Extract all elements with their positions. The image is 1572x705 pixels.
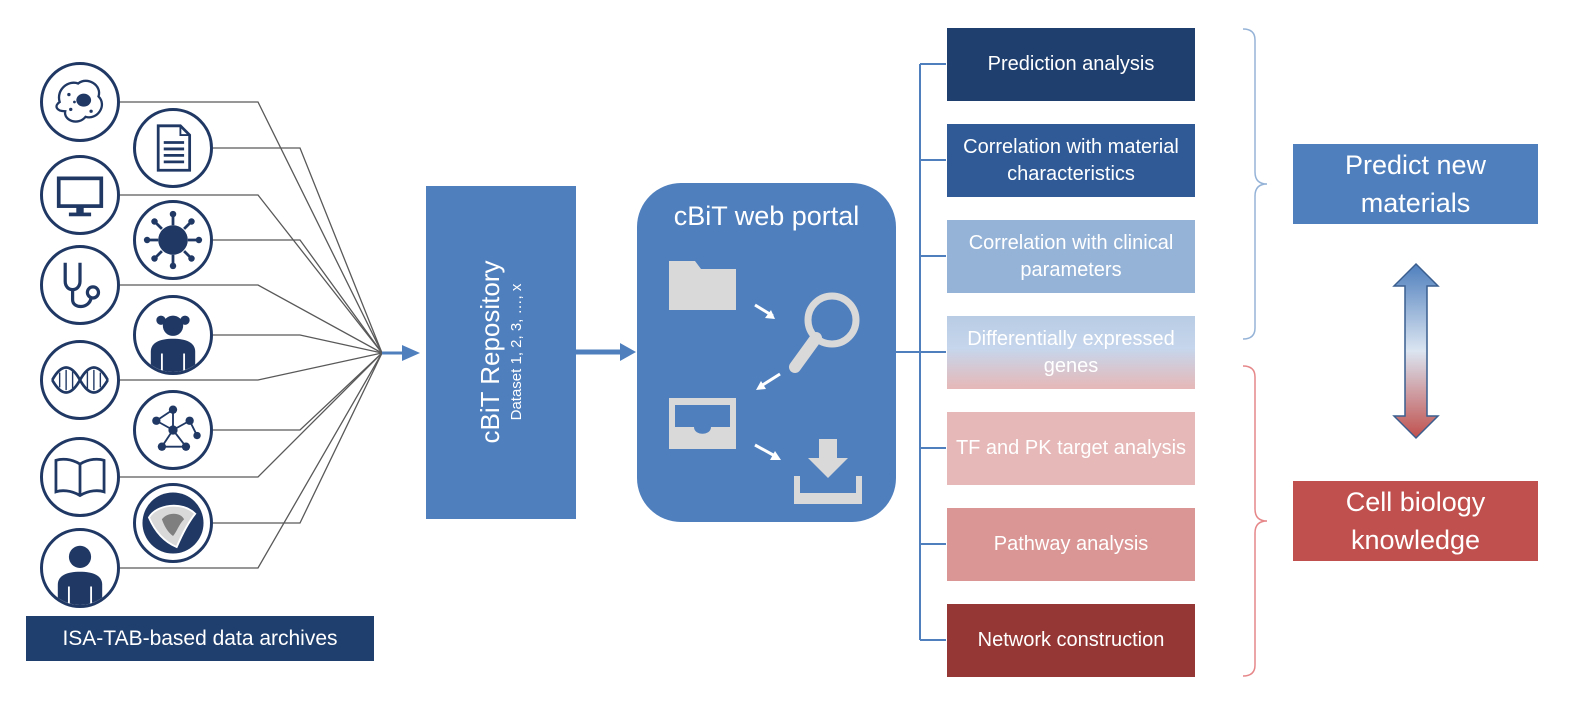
web-portal-box: cBiT web portal — [637, 183, 896, 522]
bidirectional-arrow — [1392, 262, 1440, 440]
inbox-icon — [669, 398, 736, 449]
dna-icon — [40, 340, 120, 420]
source-connector-1 — [120, 101, 383, 354]
analysis-pathway: Pathway analysis — [947, 508, 1195, 581]
source-connector-2 — [213, 147, 383, 354]
network-icon — [133, 390, 213, 470]
repository-text: cBiT Repository Dataset 1, 2, 3, …, x — [474, 260, 528, 443]
source-connector-10 — [213, 352, 383, 524]
source-connector-5 — [120, 284, 383, 354]
person-icon — [40, 528, 120, 608]
stethoscope-icon — [40, 245, 120, 325]
analysis-bracket — [896, 63, 946, 641]
monitor-icon — [40, 155, 120, 235]
book-icon — [40, 437, 120, 517]
archives-label: ISA-TAB-based data archives — [26, 616, 374, 661]
source-connector-4 — [213, 239, 383, 354]
analysis-clinical-correlation: Correlation with clinical parameters — [947, 220, 1195, 293]
analysis-tf-pk: TF and PK target analysis — [947, 412, 1195, 485]
portal-title: cBiT web portal — [673, 201, 860, 231]
portal-arrows — [754, 303, 781, 460]
patient-icon — [133, 295, 213, 375]
analysis-deg: Differentially expressed genes — [947, 316, 1195, 389]
analysis-material-correlation: Correlation with material characteristic… — [947, 124, 1195, 197]
outcome-cell-biology: Cell biology knowledge — [1293, 481, 1538, 561]
bottom-group-brace — [1242, 365, 1268, 677]
portal-arrowhead — [620, 343, 636, 361]
repository-subtitle: Dataset 1, 2, 3, …, x — [508, 283, 525, 421]
source-connector-9 — [120, 352, 383, 478]
source-connector-lines — [120, 101, 383, 569]
tissue-icon — [133, 483, 213, 563]
analysis-network: Network construction — [947, 604, 1195, 677]
source-connector-11 — [120, 352, 383, 569]
document-icon — [133, 108, 213, 188]
source-connector-8 — [213, 352, 383, 431]
analysis-prediction: Prediction analysis — [947, 28, 1195, 101]
top-group-brace — [1242, 28, 1268, 340]
portal-graphics — [669, 261, 862, 504]
repo-arrowhead — [402, 345, 420, 361]
repository-box: cBiT Repository Dataset 1, 2, 3, …, x — [426, 186, 576, 519]
outcome-predict-materials: Predict new materials — [1293, 144, 1538, 224]
folder-icon — [669, 261, 736, 310]
source-connector-7 — [120, 352, 383, 381]
cell-icon — [40, 62, 120, 142]
magnifier-icon — [789, 292, 860, 373]
repository-title: cBiT Repository — [475, 260, 505, 444]
download-icon — [794, 439, 862, 504]
virus-icon — [133, 200, 213, 280]
source-connector-3 — [120, 194, 383, 354]
source-connector-6 — [213, 334, 383, 354]
